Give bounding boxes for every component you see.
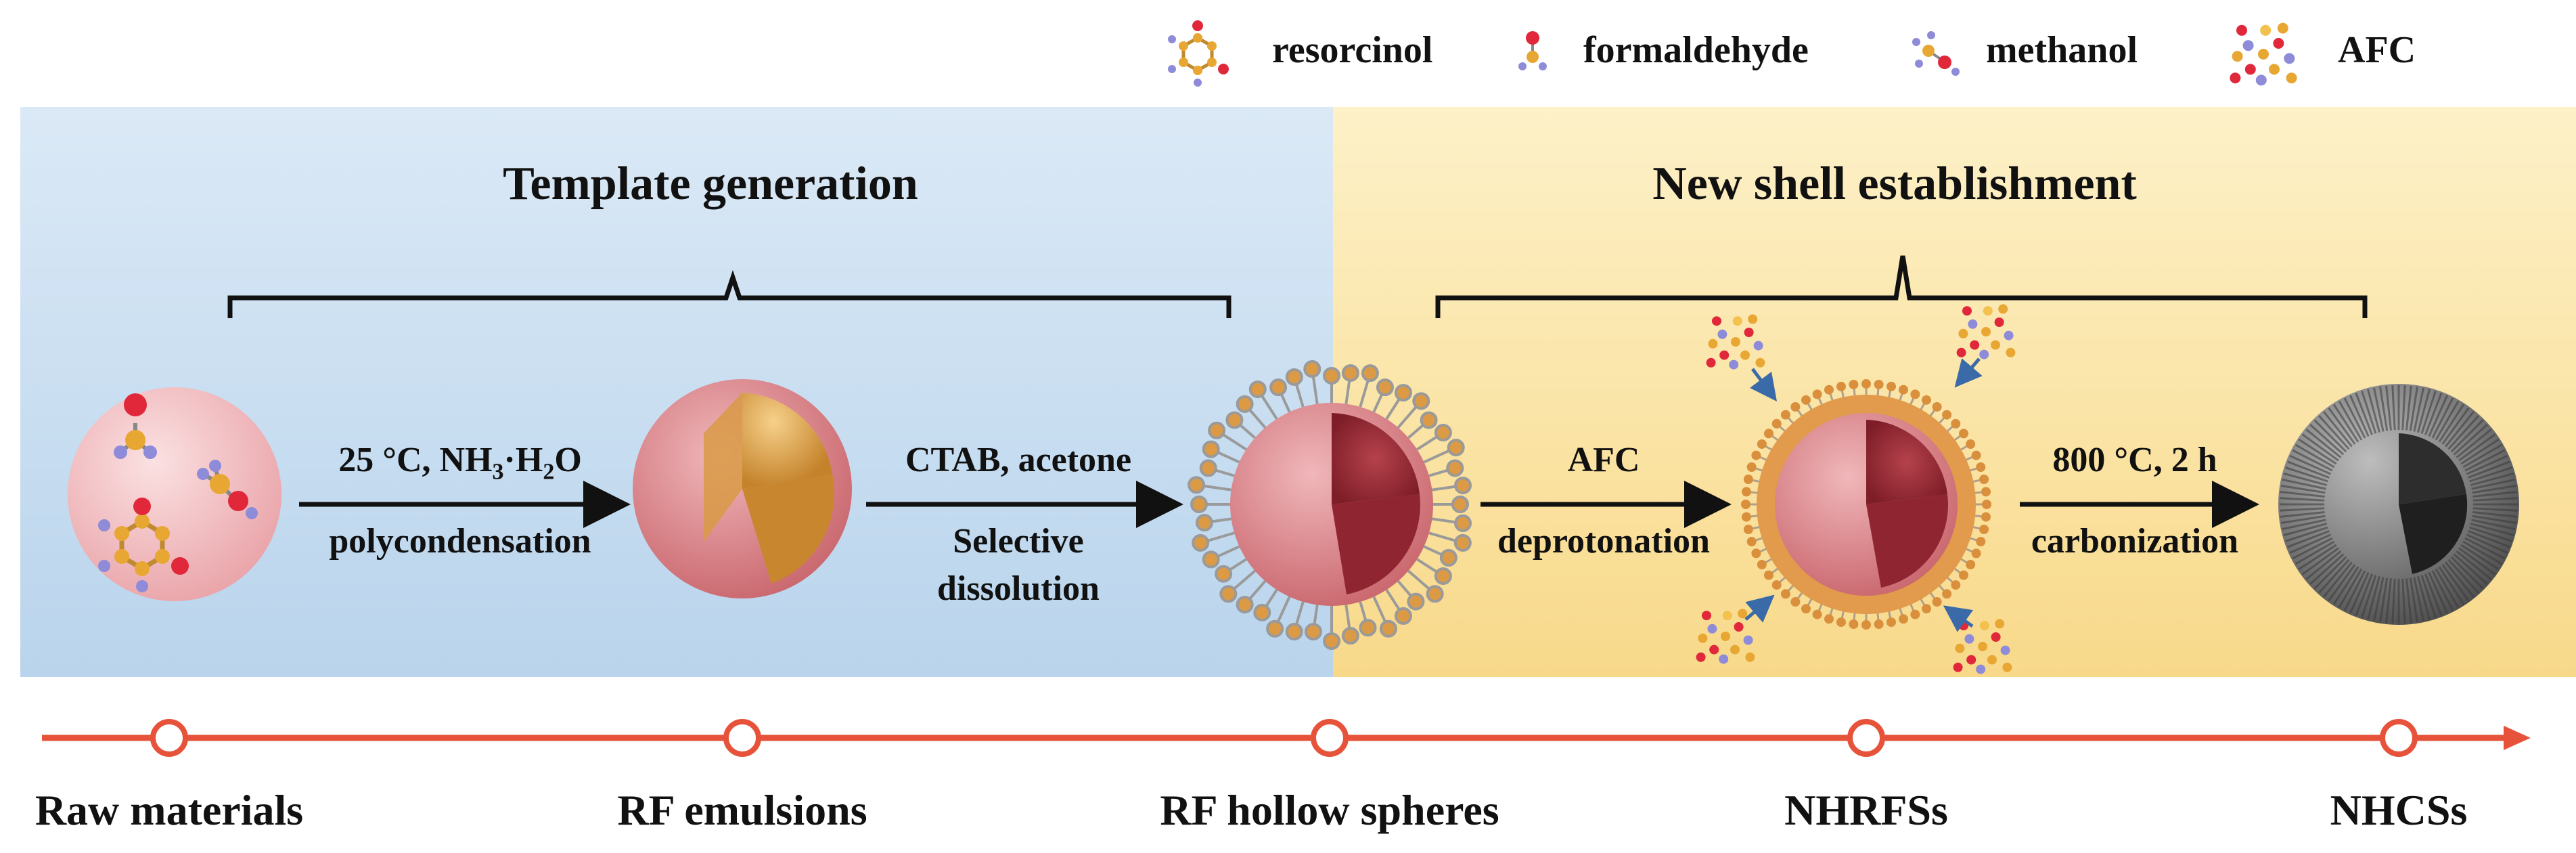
timeline-node-nhcss: [2380, 719, 2418, 757]
timeline-node-rf-emulsions: [723, 719, 761, 757]
timeline-label-rf-hollow-spheres: RF hollow spheres: [1160, 786, 1499, 834]
legend-label-methanol: methanol: [1986, 29, 2138, 71]
timeline-node-nhrfss: [1847, 719, 1885, 757]
nhcs-carbon-sphere: [2278, 384, 2519, 625]
afc-clusters: [1696, 304, 2016, 674]
step-1-process: polycondensation: [329, 522, 591, 561]
timeline-arrowhead: [2504, 726, 2531, 750]
right-brace: [1435, 255, 2368, 318]
timeline-label-nhrfss: NHRFSs: [1784, 786, 1948, 834]
left-brace: [227, 269, 1231, 318]
legend-icons: [1168, 20, 2297, 87]
step-2-process-line-1: Selective: [953, 522, 1084, 561]
legend-label-formaldehyde: formaldehyde: [1583, 29, 1809, 71]
step-4-process: carbonization: [2031, 522, 2239, 561]
timeline-label-rf-emulsions: RF emulsions: [617, 786, 867, 834]
resorcinol-molecule: [98, 498, 189, 592]
step-4-condition: 800 °C, 2 h: [2052, 441, 2217, 479]
legend-label-afc: AFC: [2338, 29, 2416, 71]
methanol-molecule: [197, 460, 258, 519]
timeline-node-rf-hollow-spheres: [1311, 719, 1349, 757]
step-3-condition: AFC: [1567, 441, 1640, 479]
formaldehyde-molecule-icon: [1518, 31, 1547, 70]
rf-emulsion-sphere: [633, 379, 852, 598]
rf-hollow-sphere: [1188, 360, 1472, 650]
panel-title-template-generation: Template generation: [503, 158, 918, 210]
timeline: [42, 719, 2531, 757]
step-3-process: deprotonation: [1497, 522, 1710, 561]
timeline-node-raw-materials: [150, 719, 188, 757]
formaldehyde-molecule: [114, 393, 157, 459]
methanol-molecule-icon: [1912, 31, 1960, 76]
step-1-condition: 25 °C, NH3·H2O: [338, 441, 582, 485]
step-2-process-line-2: dissolution: [937, 569, 1100, 608]
raw-materials-sphere: [68, 387, 281, 601]
legend-label-resorcinol: resorcinol: [1272, 29, 1433, 71]
resorcinol-molecule-icon: [1168, 20, 1229, 87]
nhrfs-sphere: [1741, 379, 1991, 630]
step-2-condition: CTAB, acetone: [905, 441, 1132, 479]
panel-title-new-shell-establishment: New shell establishment: [1652, 158, 2137, 210]
timeline-label-raw-materials: Raw materials: [35, 786, 304, 834]
afc-cluster-icon: [2230, 22, 2297, 86]
timeline-label-nhcss: NHCSs: [2330, 786, 2468, 834]
left-panel-background: [20, 107, 1333, 677]
